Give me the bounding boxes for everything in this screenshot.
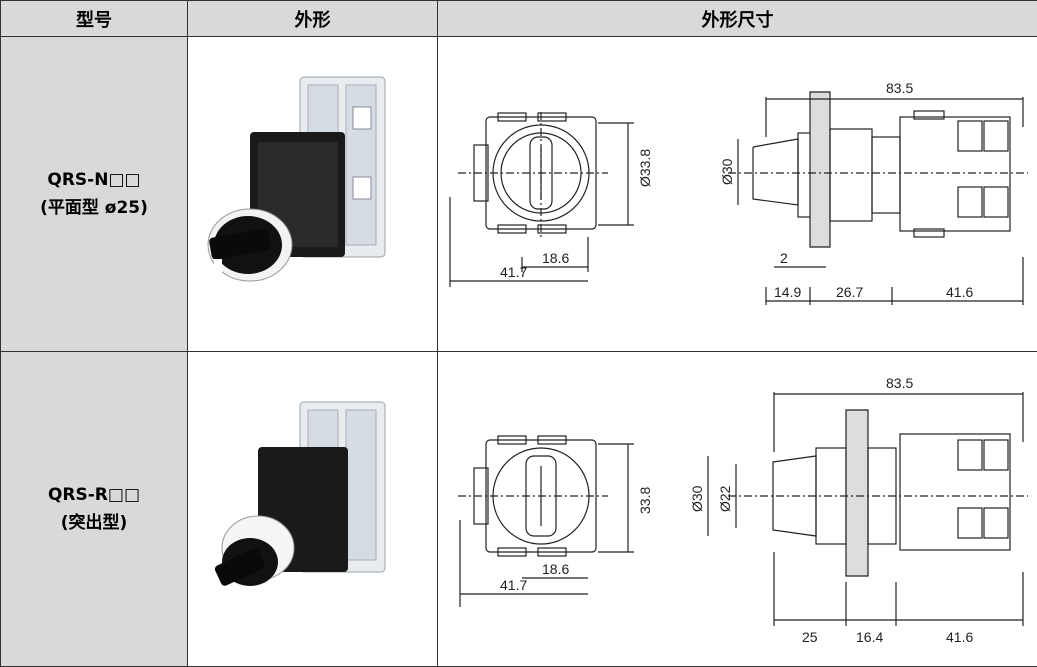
model-cell: QRS-N□□ (平面型 ø25) <box>1 37 188 352</box>
dim-width-2: 41.7 <box>500 264 527 280</box>
dim-width-2: 41.7 <box>500 577 527 593</box>
dim-segment-2: 16.4 <box>856 629 883 645</box>
header-row: 型号 外形 外形尺寸 <box>1 1 1037 37</box>
dim-segment-1: 25 <box>802 629 818 645</box>
model-type: (突出型) <box>1 509 187 537</box>
model-type: (平面型 ø25) <box>1 194 187 222</box>
dim-segment-1: 14.9 <box>774 284 801 300</box>
dim-inner-diameter: Ø22 <box>717 485 733 512</box>
switch-photo-flat <box>188 37 438 351</box>
dim-bezel-diameter: Ø30 <box>719 158 735 185</box>
header-appearance: 外形 <box>188 1 438 37</box>
dim-panel-thickness: 2 <box>780 250 788 266</box>
model-code: QRS-R□□ <box>1 481 187 509</box>
header-dimensions: 外形尺寸 <box>438 1 1037 37</box>
dim-total-length: 83.5 <box>886 80 913 96</box>
dimension-drawing-protruding: 83.5 33.8 Ø30 Ø22 18.6 41.7 25 16.4 41.6 <box>438 352 1037 666</box>
dim-total-length: 83.5 <box>886 375 913 391</box>
switch-photo-protruding <box>188 352 438 666</box>
model-code: QRS-N□□ <box>1 166 187 194</box>
dimension-drawing-cell: 83.5 33.8 Ø30 Ø22 18.6 41.7 25 16.4 41.6 <box>438 352 1037 667</box>
dim-width-1: 18.6 <box>542 250 569 266</box>
dimension-drawing-cell: 83.5 Ø33.8 Ø30 18.6 41.7 2 14.9 26.7 41.… <box>438 37 1037 352</box>
header-model: 型号 <box>1 1 188 37</box>
dim-bezel-diameter: Ø30 <box>689 485 705 512</box>
dim-front-diameter: Ø33.8 <box>637 149 653 187</box>
dim-width-1: 18.6 <box>542 561 569 577</box>
table-row: QRS-R□□ (突出型) <box>1 352 1037 667</box>
model-cell: QRS-R□□ (突出型) <box>1 352 188 667</box>
dim-segment-3: 41.6 <box>946 629 973 645</box>
dim-front-height: 33.8 <box>637 487 653 514</box>
product-photo-cell <box>188 352 438 667</box>
dim-segment-2: 26.7 <box>836 284 863 300</box>
dimension-drawing-flat: 83.5 Ø33.8 Ø30 18.6 41.7 2 14.9 26.7 41.… <box>438 37 1037 351</box>
dim-segment-3: 41.6 <box>946 284 973 300</box>
table-row: QRS-N□□ (平面型 ø25) <box>1 37 1037 352</box>
product-photo-cell <box>188 37 438 352</box>
